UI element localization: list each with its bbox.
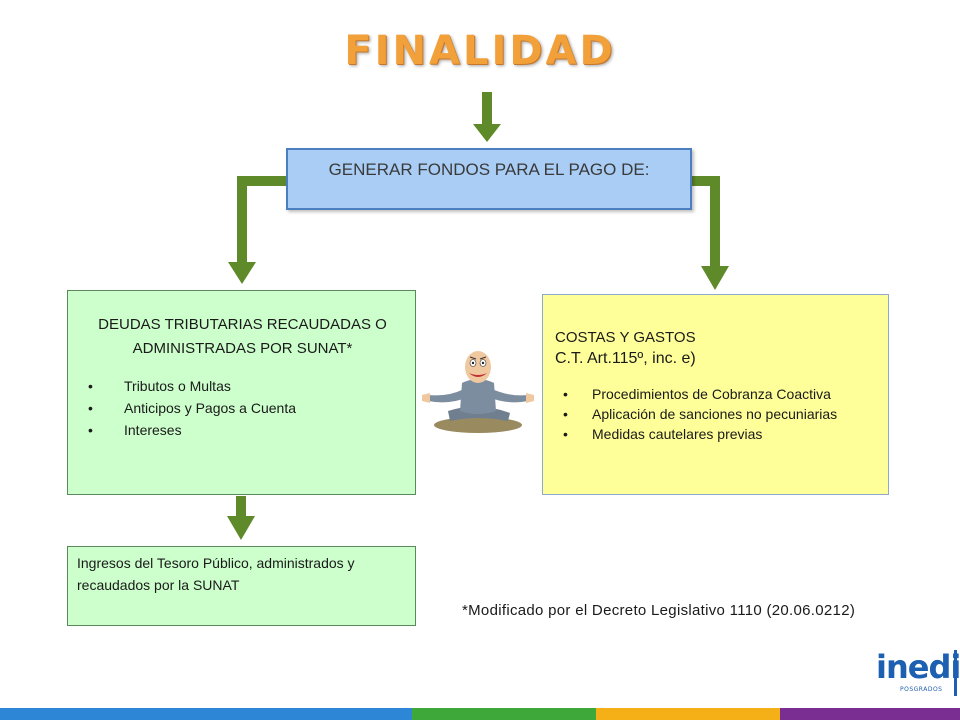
bottom-box: Ingresos del Tesoro Público, administrad… [67,546,416,626]
list-item: •Procedimientos de Cobranza Coactiva [563,386,831,402]
left-box-list: •Tributos o Multas •Anticipos y Pagos a … [80,375,405,441]
page-title: FINALIDAD [344,28,616,74]
logo-divider [954,650,957,696]
top-box: GENERAR FONDOS PARA EL PAGO DE: [286,148,692,210]
arrow-title-to-top-box [473,92,501,142]
pointing-man-illustration [422,351,534,433]
bottom-box-text: Ingresos del Tesoro Público, administrad… [77,555,355,593]
right-box-heading-2: C.T. Art.115º, inc. e) [555,350,696,367]
top-box-text: GENERAR FONDOS PARA EL PAGO DE: [328,160,650,179]
list-item: •Anticipos y Pagos a Cuenta [88,400,296,416]
arrow-left-box-to-bottom-box [227,496,255,540]
left-box-heading: DEUDAS TRIBUTARIAS RECAUDADAS O ADMINIST… [98,316,387,357]
logo-wordmark: inedi [876,648,960,686]
logo-subtitle: POSGRADOS [900,686,943,693]
bottom-color-strip [0,708,960,720]
list-item: •Medidas cautelares previas [563,426,763,442]
arrow-top-box-to-right-box [692,176,729,290]
right-box-list: •Procedimientos de Cobranza Coactiva •Ap… [555,384,878,444]
right-box-heading-1: COSTAS Y GASTOS [555,329,696,346]
list-item: •Intereses [88,422,182,438]
right-box: COSTAS Y GASTOS C.T. Art.115º, inc. e) •… [542,294,889,495]
list-item: •Tributos o Multas [88,378,231,394]
inedi-logo: inedi POSGRADOS [870,648,960,700]
left-box: DEUDAS TRIBUTARIAS RECAUDADAS O ADMINIST… [67,290,416,495]
list-item: •Aplicación de sanciones no pecuniarias [563,406,838,422]
footnote: *Modificado por el Decreto Legislativo 1… [462,602,856,619]
arrow-top-box-to-left-box [228,176,287,284]
